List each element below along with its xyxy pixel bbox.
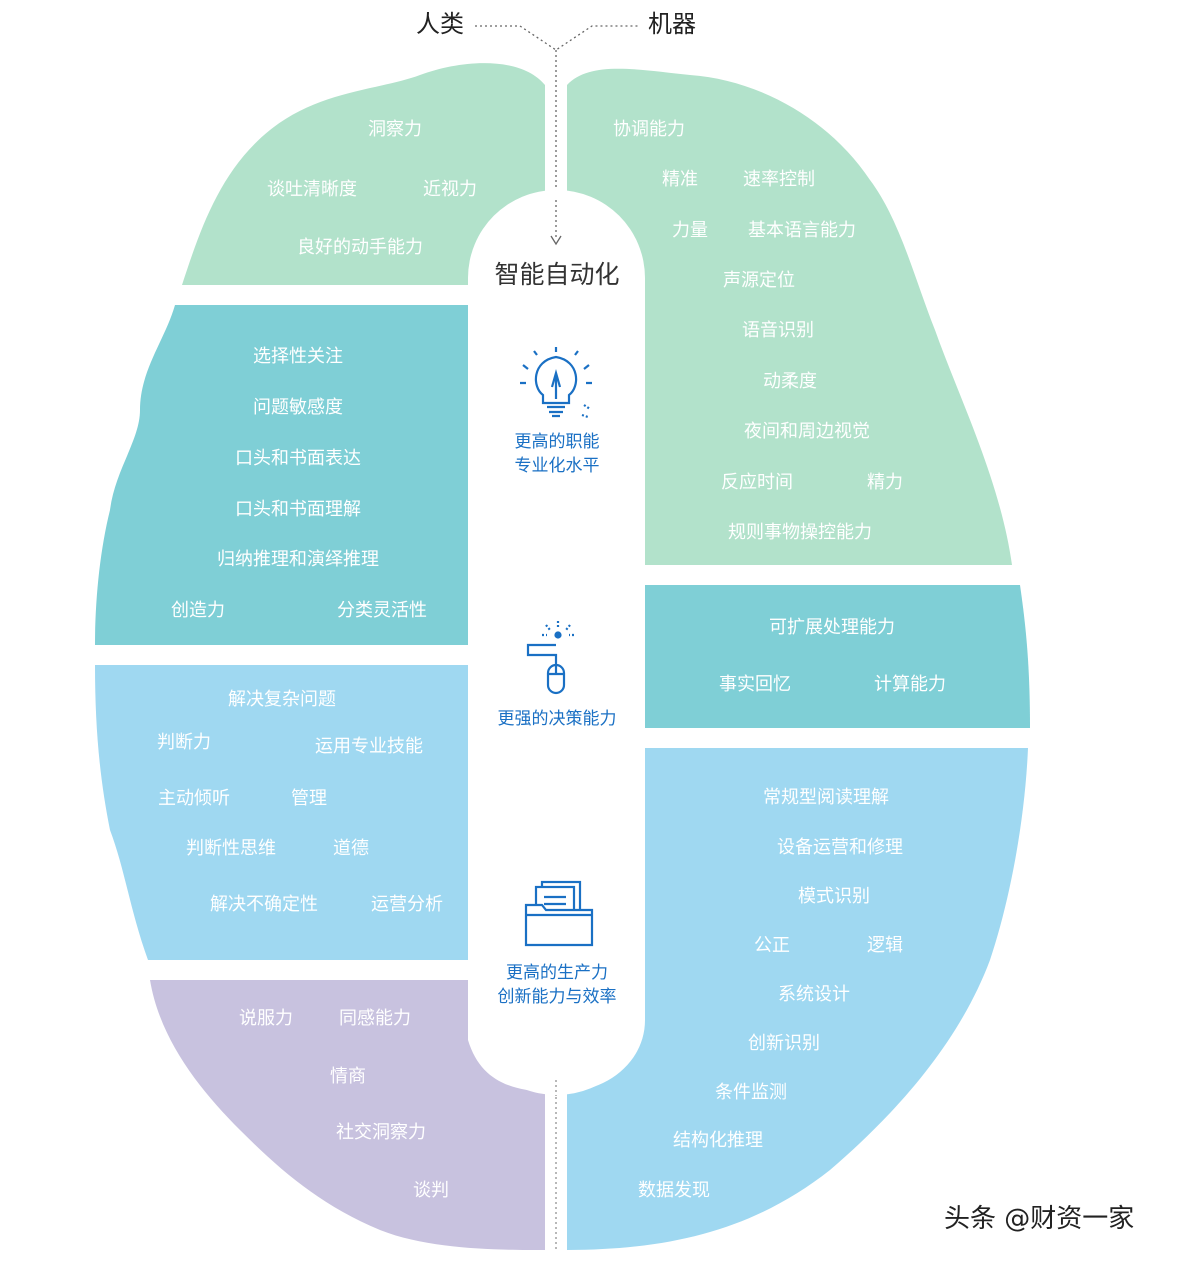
lightbulb-icon xyxy=(520,347,592,419)
center-title: 智能自动化 xyxy=(494,260,620,289)
skill-label: 同感能力 xyxy=(339,1008,411,1029)
skill-label: 问题敏感度 xyxy=(253,397,343,418)
skill-label: 口头和书面表达 xyxy=(235,448,361,469)
machine-header-label: 机器 xyxy=(648,10,696,38)
region-human-cognitive xyxy=(95,305,468,645)
skill-label: 协调能力 xyxy=(613,119,685,140)
skill-label: 规则事物操控能力 xyxy=(728,522,872,543)
skill-label: 谈吐清晰度 xyxy=(267,179,357,200)
skill-label: 良好的动手能力 xyxy=(297,237,423,258)
skill-label: 可扩展处理能力 xyxy=(769,617,895,638)
center-caption-3-line-1: 更高的生产力 xyxy=(506,963,608,983)
documents-folder-icon xyxy=(524,880,594,947)
skill-label: 近视力 xyxy=(423,179,477,200)
skill-label: 结构化推理 xyxy=(673,1130,763,1151)
region-human-social xyxy=(150,980,545,1250)
skill-label: 主动倾听 xyxy=(158,788,230,809)
skill-label: 公正 xyxy=(754,935,790,956)
skill-label: 创造力 xyxy=(171,600,225,621)
region-machine-analytical xyxy=(567,748,1028,1250)
skill-label: 选择性关注 xyxy=(253,346,343,367)
skill-label: 精力 xyxy=(867,472,903,493)
human-header-label: 人类 xyxy=(416,10,464,38)
region-machine-processing xyxy=(645,585,1030,728)
skill-label: 谈判 xyxy=(413,1180,449,1201)
skill-label: 夜间和周边视觉 xyxy=(744,421,870,442)
skill-label: 创新识别 xyxy=(748,1033,820,1054)
center-caption-1-line-1: 更高的职能 xyxy=(514,432,600,452)
skill-label: 精准 xyxy=(662,169,698,190)
skill-label: 计算能力 xyxy=(874,674,946,695)
top-connector xyxy=(475,25,638,240)
center-caption-1-line-2: 专业化水平 xyxy=(514,456,600,476)
skill-label: 设备运营和修理 xyxy=(777,837,903,858)
skill-label: 常规型阅读理解 xyxy=(763,787,889,808)
skill-label: 情商 xyxy=(330,1066,366,1087)
skill-label: 基本语言能力 xyxy=(748,220,856,241)
skill-label: 语音识别 xyxy=(742,320,814,341)
skill-label: 判断力 xyxy=(157,732,211,753)
watermark-text: 头条 @财资一家 xyxy=(944,1204,1135,1234)
skill-label: 运用专业技能 xyxy=(315,736,423,757)
skill-label: 解决复杂问题 xyxy=(228,689,336,710)
skill-label: 说服力 xyxy=(239,1008,293,1029)
skill-label: 管理 xyxy=(291,788,327,809)
mouse-click-icon xyxy=(526,621,574,695)
skill-label: 力量 xyxy=(672,220,708,241)
skill-label: 分类灵活性 xyxy=(337,600,427,621)
skill-label: 逻辑 xyxy=(867,935,903,956)
skill-label: 模式识别 xyxy=(798,886,870,907)
skill-label: 道德 xyxy=(333,838,369,859)
skill-label: 动柔度 xyxy=(763,371,817,392)
skill-label: 洞察力 xyxy=(368,119,422,140)
skill-label: 归纳推理和演绎推理 xyxy=(217,549,379,570)
skill-label: 社交洞察力 xyxy=(336,1122,426,1143)
skill-label: 反应时间 xyxy=(721,472,793,493)
region-machine-physical xyxy=(567,68,1012,565)
skill-label: 速率控制 xyxy=(743,169,815,190)
skill-label: 事实回忆 xyxy=(719,674,791,695)
region-human-sensory xyxy=(182,63,545,285)
skill-label: 口头和书面理解 xyxy=(235,499,361,520)
skill-label: 运营分析 xyxy=(371,894,443,915)
skill-label: 声源定位 xyxy=(723,270,795,291)
skill-label: 判断性思维 xyxy=(186,838,276,859)
center-caption-2: 更强的决策能力 xyxy=(497,709,617,729)
center-caption-3-line-2: 创新能力与效率 xyxy=(497,987,617,1007)
region-human-judgment xyxy=(95,665,468,960)
skill-label: 数据发现 xyxy=(638,1180,710,1201)
skill-label: 解决不确定性 xyxy=(210,894,318,915)
skill-label: 系统设计 xyxy=(778,984,850,1005)
skill-label: 条件监测 xyxy=(715,1082,787,1103)
